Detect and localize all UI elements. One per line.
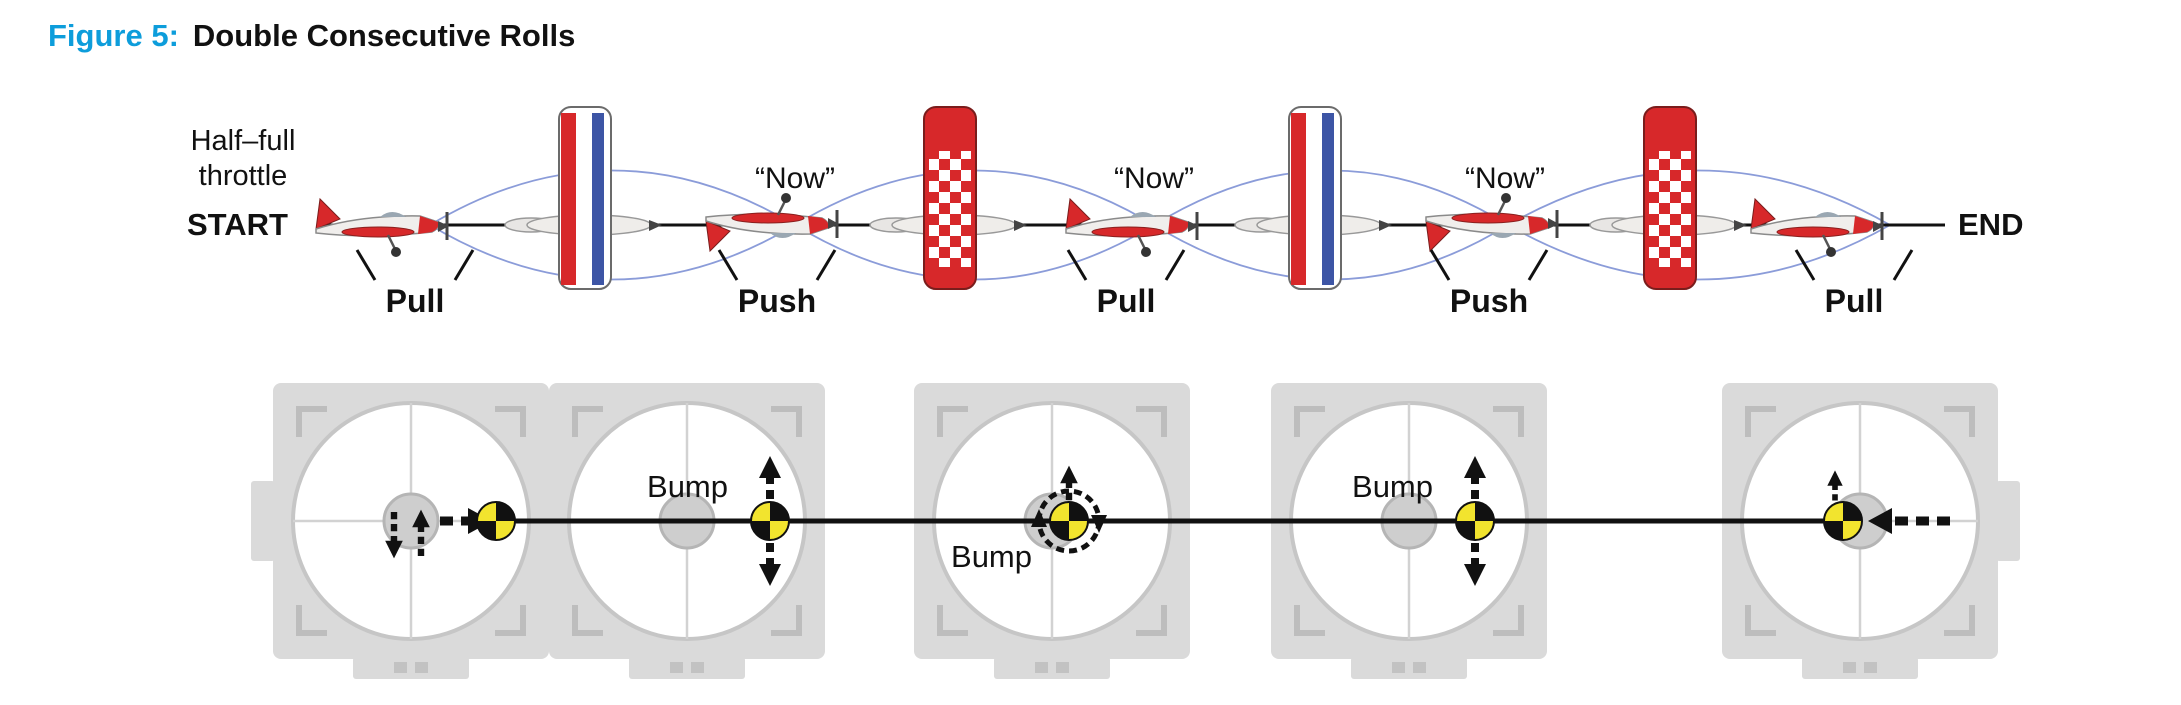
- stick-sequence-section: Bump Bump Bump: [251, 383, 2020, 679]
- bump-label-3: Bump: [1352, 469, 1433, 504]
- transmitter-stick-4: [1271, 383, 1547, 679]
- stick3-rotate-arc-bottom: [1036, 520, 1102, 554]
- stick3-position-marker: [1049, 501, 1089, 541]
- stick3-rotate-arc-top: [1036, 488, 1102, 522]
- now-label-3: “Now”: [1465, 162, 1545, 195]
- airplane-knife-edge-2: [1234, 106, 1393, 290]
- gimbal-5-side-tab: [1996, 481, 2020, 561]
- stick4-position-marker: [1455, 501, 1495, 541]
- stick5-position-marker: [1823, 501, 1863, 541]
- figure-header: Figure 5: Double Consecutive Rolls: [48, 18, 575, 54]
- flight-path-section: START END “Now” “Now” “Now” Pull Push Pu…: [187, 106, 2023, 319]
- start-label: START: [187, 207, 288, 242]
- control-label-push-2: Push: [1450, 283, 1528, 319]
- bump-label-1: Bump: [647, 469, 728, 504]
- control-label-pull-2: Pull: [1097, 283, 1156, 319]
- airplane-upright-start: [314, 197, 451, 259]
- now-label-1: “Now”: [755, 162, 835, 195]
- bump-label-2: Bump: [951, 539, 1032, 574]
- now-label-2: “Now”: [1114, 162, 1194, 195]
- figure-label: Figure 5:: [48, 18, 179, 53]
- airplane-upright-2: [1064, 197, 1201, 259]
- airplane-upright-end: [1749, 197, 1886, 259]
- gimbal-1-side-tab: [251, 481, 275, 561]
- stick3-rotate-arc-bottom-head: [1031, 509, 1047, 527]
- airplane-inverted-2: [1424, 191, 1561, 253]
- control-label-pull-1: Pull: [386, 283, 445, 319]
- control-label-push-1: Push: [738, 283, 816, 319]
- figure-title: Double Consecutive Rolls: [192, 18, 576, 53]
- control-tick-marks: [355, 249, 1914, 281]
- control-label-pull-3: Pull: [1825, 283, 1884, 319]
- stick1-position-marker: [476, 501, 516, 541]
- airplane-knife-edge-1: [504, 106, 663, 290]
- end-label: END: [1958, 207, 2023, 242]
- airplane-checkered-wing-2: [1589, 106, 1748, 290]
- stick2-position-marker: [750, 501, 790, 541]
- airplane-inverted-1: [704, 191, 841, 253]
- throttle-note: Half–full throttle: [190, 125, 296, 193]
- airplane-checkered-wing-1: [869, 106, 1028, 290]
- stick5-left-arrow-head: [1868, 508, 1892, 534]
